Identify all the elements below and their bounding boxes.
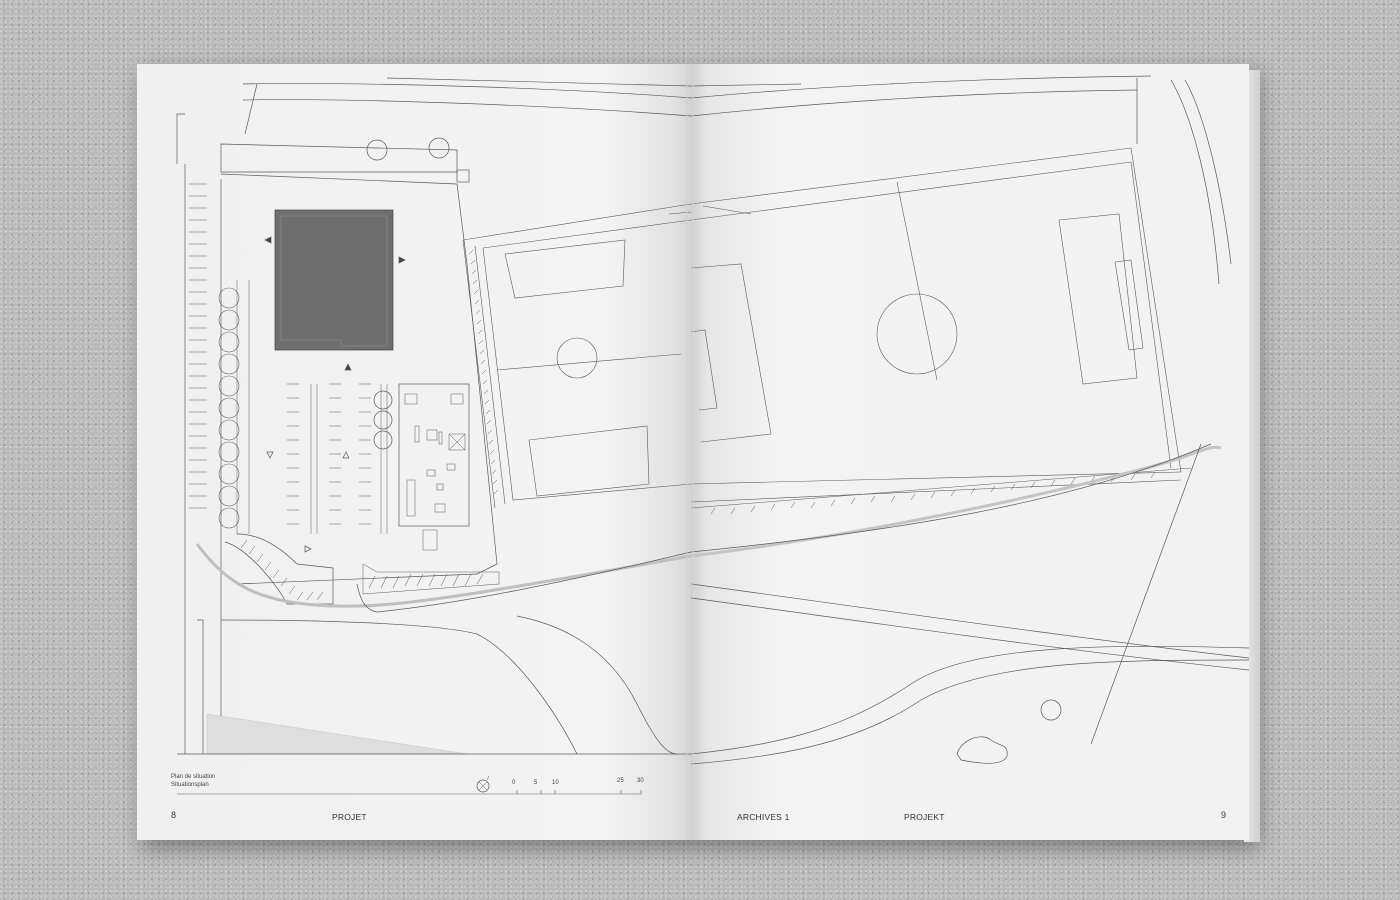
hall-building (274, 209, 394, 351)
pitch-left-half (462, 203, 691, 509)
site-plan-left (176, 64, 691, 840)
left-page: Plan de situation Situationsplan 0 5 10 … (137, 64, 691, 840)
pitch-right-half (691, 147, 1182, 503)
scale-label-5: 5 (534, 780, 538, 786)
north-arrow-icon (476, 779, 490, 793)
page-number-right: 9 (1221, 810, 1227, 820)
plan-caption-fr: Plan de situation (171, 774, 216, 780)
running-title-left: PROJET (332, 812, 367, 822)
running-title-right: PROJEKT (904, 812, 945, 822)
section-label-right: ARCHIVES 1 (737, 812, 790, 822)
right-page: ARCHIVES 1 PROJEKT 9 (691, 64, 1249, 840)
pavilion-building (398, 383, 470, 527)
page-number-left: 8 (171, 810, 177, 820)
scale-label-30: 30 (637, 778, 644, 784)
site-plan-right (691, 64, 1249, 840)
scale-label-25: 25 (617, 778, 624, 784)
plan-caption-de: Situationsplan (171, 782, 209, 788)
scale-label-10: 10 (552, 780, 559, 786)
scale-label-0: 0 (512, 780, 516, 786)
pond (956, 736, 1008, 764)
